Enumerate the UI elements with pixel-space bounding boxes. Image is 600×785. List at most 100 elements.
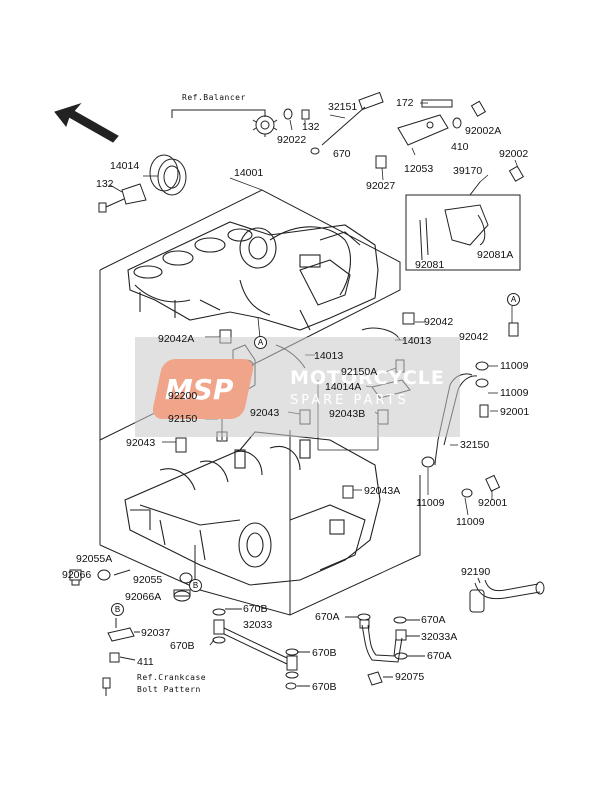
part-label-92042-a: 92042 — [424, 316, 454, 328]
watermark-brand: MOTORCYCLE — [290, 367, 445, 389]
tensioner-box — [405, 194, 521, 271]
ref-crankcase-label: Ref.Crankcase — [137, 673, 207, 682]
washer-11009-lower-b — [461, 488, 473, 498]
bolt-92001-right — [479, 404, 489, 418]
plate-14014 — [121, 183, 147, 205]
part-label-132-left: 132 — [96, 178, 114, 190]
part-label-92190: 92190 — [461, 566, 491, 578]
watermark-sub: SPARE PARTS — [290, 393, 409, 408]
part-label-670A-a: 670A — [315, 611, 340, 623]
part-label-92043A: 92043A — [364, 485, 401, 497]
part-label-92022: 92022 — [277, 134, 307, 146]
lower-crankcase — [124, 431, 381, 586]
rod-32151 — [321, 91, 384, 146]
part-label-92066: 92066 — [62, 569, 92, 581]
ref-balancer-label: Ref.Balancer — [182, 93, 246, 102]
part-label-32151: 32151 — [328, 101, 358, 113]
part-label-12053: 12053 — [404, 163, 434, 175]
dowel-92043-b — [175, 437, 187, 453]
part-label-92002A: 92002A — [465, 125, 502, 137]
part-label-92001-b: 92001 — [478, 497, 508, 509]
callout-b-right: B — [189, 579, 202, 592]
dowel-92042-b — [508, 322, 519, 337]
part-label-670A-b: 670A — [421, 614, 446, 626]
part-label-32033: 32033 — [243, 619, 273, 631]
direction-arrow-icon — [54, 102, 119, 143]
dowel-92043A — [342, 485, 354, 499]
ref-bolt-pattern-label: Bolt Pattern — [137, 685, 201, 694]
part-label-410: 410 — [451, 141, 469, 153]
watermark: MSP MOTORCYCLE SPARE PARTS — [135, 337, 460, 437]
part-label-14001: 14001 — [234, 167, 264, 179]
bolt-132-top — [301, 109, 310, 120]
part-label-670B-b: 670B — [170, 640, 195, 652]
part-label-14014: 14014 — [110, 160, 140, 172]
hose-92190 — [469, 579, 545, 613]
balancer-bearing — [149, 154, 187, 196]
part-label-132-top: 132 — [302, 121, 320, 133]
part-label-92042A: 92042A — [158, 333, 195, 345]
part-label-92002: 92002 — [499, 148, 529, 160]
callout-b-left: B — [111, 603, 124, 616]
dowel-92042-a — [402, 312, 415, 325]
plug-92066 — [69, 569, 82, 586]
part-label-92043-b: 92043 — [126, 437, 156, 449]
collar-92027 — [375, 155, 387, 169]
part-label-670B-a: 670B — [243, 603, 268, 615]
part-label-92027: 92027 — [366, 180, 396, 192]
clamp-92075 — [367, 671, 383, 686]
part-label-92042-b: 92042 — [459, 331, 489, 343]
bolt-92002 — [508, 165, 525, 182]
oring-92055 — [179, 572, 193, 584]
part-label-11009-b: 11009 — [500, 387, 529, 399]
washers-11009-right — [475, 361, 489, 388]
part-label-172: 172 — [396, 97, 414, 109]
part-label-92055A: 92055A — [76, 553, 113, 565]
pipe-32033 — [213, 619, 298, 671]
part-label-14014A: 14014A — [325, 381, 362, 393]
part-label-92200: 92200 — [168, 390, 198, 402]
part-label-411: 411 — [137, 656, 154, 668]
washer-410 — [452, 117, 462, 129]
plug-92066A — [173, 589, 191, 602]
part-label-92066A: 92066A — [125, 591, 162, 603]
part-label-32033A: 32033A — [421, 631, 458, 643]
part-label-92043B: 92043B — [329, 408, 366, 420]
part-label-11009-a: 11009 — [500, 360, 529, 372]
part-label-92150A: 92150A — [341, 366, 378, 378]
part-label-14013-b: 14013 — [402, 335, 432, 347]
part-label-11009-c: 11009 — [416, 497, 445, 509]
shaft-172 — [421, 99, 453, 108]
callout-a-right: A — [507, 293, 520, 306]
part-label-670B-c: 670B — [312, 647, 337, 659]
part-label-670A-c: 670A — [427, 650, 452, 662]
part-label-39170: 39170 — [453, 165, 483, 177]
part-label-92043-a: 92043 — [250, 407, 280, 419]
washer-11009-lower — [421, 456, 435, 468]
part-label-92150: 92150 — [168, 413, 198, 425]
part-label-92075: 92075 — [395, 671, 425, 683]
bolt-ref-crankcase — [102, 677, 111, 696]
bolt-92001-lower — [485, 474, 501, 492]
part-label-14013-a: 14013 — [314, 350, 344, 362]
guide-12053 — [397, 114, 449, 146]
part-label-92081A: 92081A — [477, 249, 514, 261]
pipe-32033A — [359, 619, 407, 663]
washer-92022 — [283, 108, 293, 120]
pin-670 — [310, 147, 320, 155]
callout-a-left: A — [254, 336, 267, 349]
part-label-670: 670 — [333, 148, 351, 160]
part-label-11009-d: 11009 — [456, 516, 485, 528]
bolt-92002A — [470, 100, 487, 117]
bolt-132-left — [98, 198, 125, 213]
plate-92037 — [107, 627, 135, 642]
part-label-92081: 92081 — [415, 259, 445, 271]
part-label-670B-d: 670B — [312, 681, 337, 693]
part-label-32150: 32150 — [460, 439, 490, 451]
part-label-92001-a: 92001 — [500, 406, 530, 418]
oring-92055A — [97, 569, 111, 581]
upper-crankcase — [127, 221, 379, 331]
nut-411 — [109, 652, 120, 663]
part-label-92055: 92055 — [133, 574, 163, 586]
watermark-logo-badge: MSP — [150, 359, 256, 419]
